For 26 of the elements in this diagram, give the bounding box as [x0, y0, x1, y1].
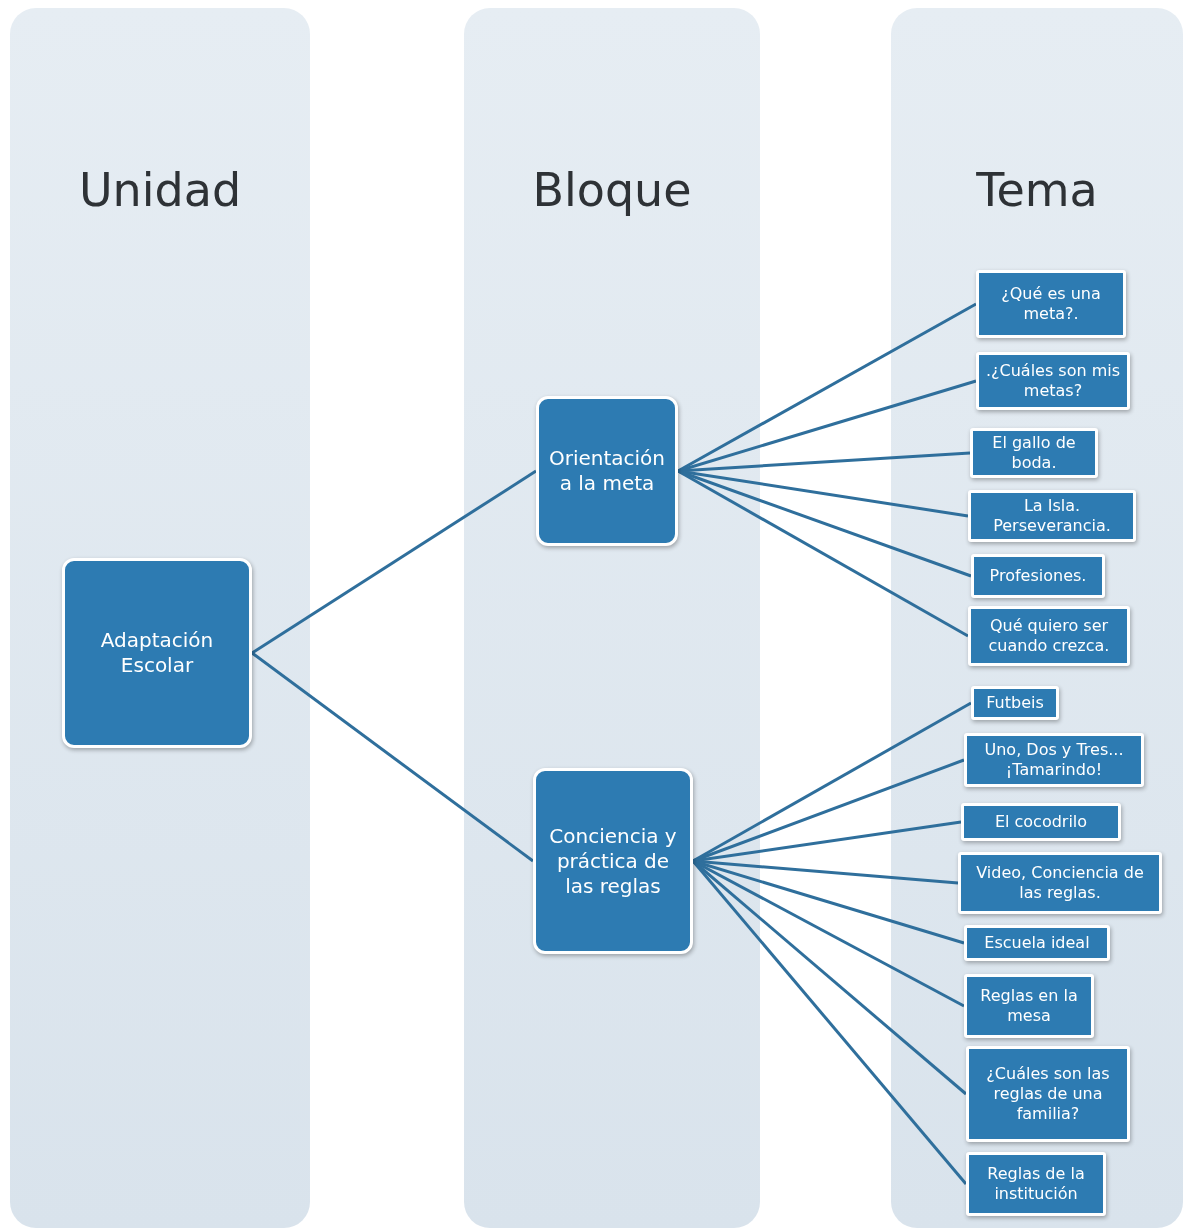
- column-band: [891, 8, 1183, 1228]
- topic-box: Qué quiero ser cuando crezca.: [968, 606, 1130, 666]
- topic-box: Reglas de la institución: [966, 1152, 1106, 1216]
- topic-box: Reglas en la mesa: [964, 974, 1094, 1038]
- block-box: Adaptación Escolar: [62, 558, 252, 748]
- column-heading: Bloque: [531, 163, 693, 217]
- topic-box: El gallo de boda.: [970, 428, 1098, 478]
- topic-box: Uno, Dos y Tres... ¡Tamarindo!: [964, 733, 1144, 787]
- topic-box: Video, Conciencia de las reglas.: [958, 852, 1162, 914]
- topic-box: ¿Cuáles son las reglas de una familia?: [966, 1046, 1130, 1142]
- topic-box: ¿Qué es una meta?.: [976, 270, 1126, 338]
- topic-box: Futbeis: [971, 686, 1059, 720]
- block-box: Conciencia y práctica de las reglas: [533, 768, 693, 954]
- column-heading: Tema: [975, 163, 1099, 217]
- column-band: [464, 8, 760, 1228]
- topic-box: .¿Cuáles son mis metas?: [976, 352, 1130, 410]
- column-heading: Unidad: [77, 163, 243, 217]
- topic-box: La Isla. Perseverancia.: [968, 490, 1136, 542]
- topic-box: Escuela ideal: [964, 925, 1110, 961]
- connector-line: [251, 651, 534, 863]
- block-box: Orientación a la meta: [536, 396, 678, 546]
- connector-line: [251, 469, 537, 655]
- topic-box: El cocodrilo: [961, 803, 1121, 841]
- connector-line: [691, 860, 968, 1185]
- column-band: [10, 8, 310, 1228]
- topic-box: Profesiones.: [971, 554, 1105, 598]
